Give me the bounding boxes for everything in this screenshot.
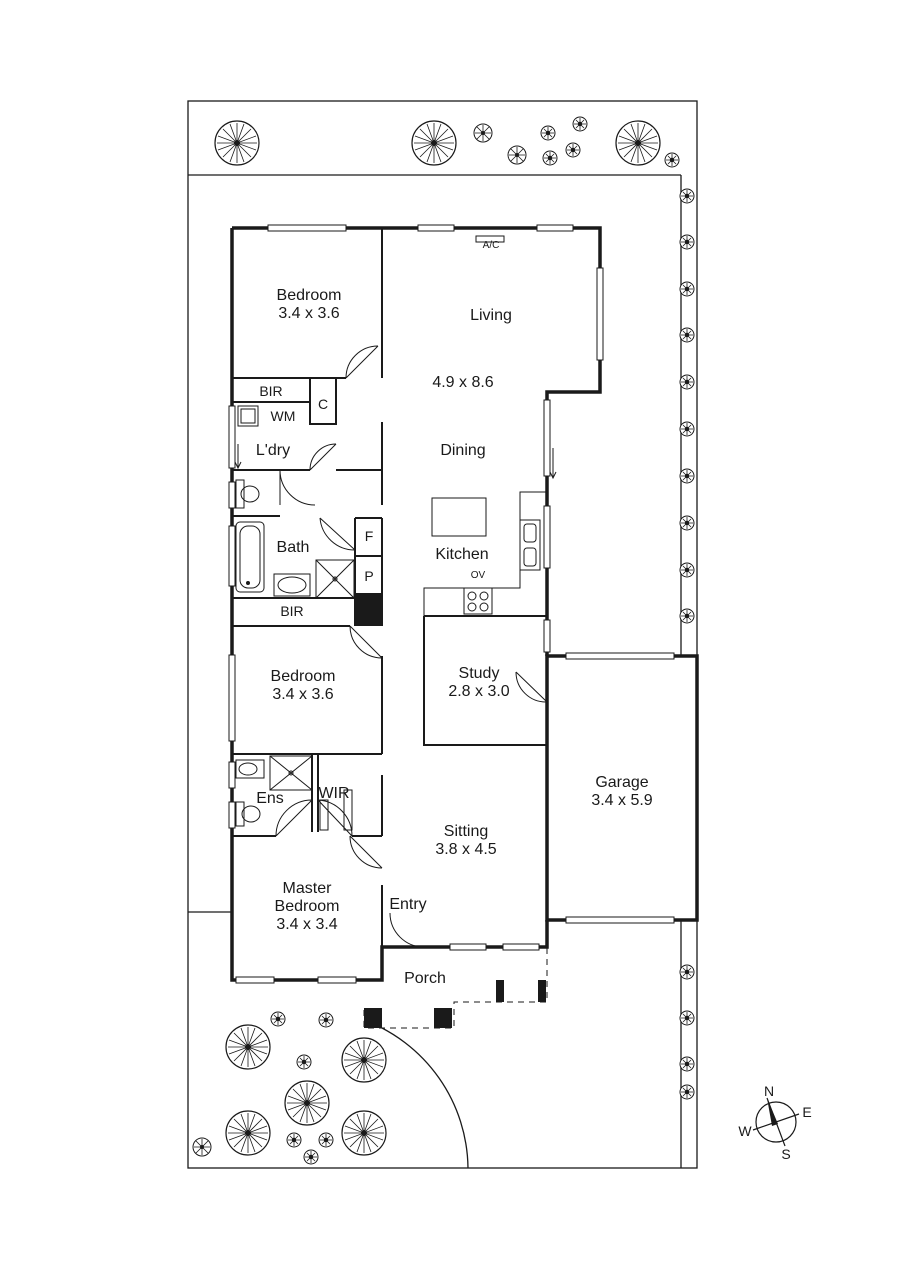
compass-w: W [738, 1123, 752, 1139]
sitting-dims: 3.8 x 4.5 [435, 841, 496, 858]
room-labels: Bedroom 3.4 x 3.6 Living 4.9 x 8.6 Dinin… [256, 240, 653, 987]
dining-name: Dining [440, 442, 485, 459]
interior-walls [232, 228, 547, 947]
oven-label: OV [471, 570, 486, 581]
landscaping [192, 116, 695, 1165]
living-name: Living [470, 307, 512, 324]
bedroom-mid-name: Bedroom [271, 668, 336, 685]
garage-dims: 3.4 x 5.9 [591, 792, 652, 809]
fridge-label: F [365, 528, 374, 544]
garage-name: Garage [595, 774, 648, 791]
sitting-name: Sitting [444, 823, 488, 840]
porch-structure [363, 947, 548, 1029]
entry-name: Entry [389, 896, 426, 913]
compass-rose: N E S W [738, 1083, 811, 1162]
bath-name: Bath [277, 539, 310, 556]
living-dims: 4.9 x 8.6 [432, 374, 493, 391]
fixtures [235, 235, 547, 831]
bedroom-top-dims: 3.4 x 3.6 [278, 305, 339, 322]
pantry-label: P [364, 568, 373, 584]
bedroom-mid-dims: 3.4 x 3.6 [272, 686, 333, 703]
wir-name: WIR [318, 785, 349, 802]
study-name: Study [459, 665, 500, 682]
ensuite-name: Ens [256, 790, 284, 807]
laundry-name: L'dry [256, 442, 290, 459]
wm-label: WM [271, 408, 296, 424]
compass-s: S [781, 1146, 790, 1162]
cupboard-label: C [318, 396, 328, 412]
doors [234, 345, 557, 948]
pantry-block [355, 594, 382, 626]
compass-e: E [802, 1104, 811, 1120]
compass-n: N [764, 1083, 774, 1099]
study-dims: 2.8 x 3.0 [448, 683, 509, 700]
kitchen-name: Kitchen [435, 546, 488, 563]
bir-mid-label: BIR [280, 603, 303, 619]
bedroom-top-name: Bedroom [277, 287, 342, 304]
master-name-line2: Bedroom [275, 898, 340, 915]
ac-label: A/C [483, 240, 500, 251]
bir-top-label: BIR [259, 383, 282, 399]
porch-name: Porch [404, 970, 446, 987]
master-name: Master [283, 880, 333, 897]
site-boundary [187, 100, 698, 1169]
windows [228, 224, 675, 984]
north-arrow-icon [767, 1098, 778, 1126]
master-dims: 3.4 x 3.4 [276, 916, 337, 933]
